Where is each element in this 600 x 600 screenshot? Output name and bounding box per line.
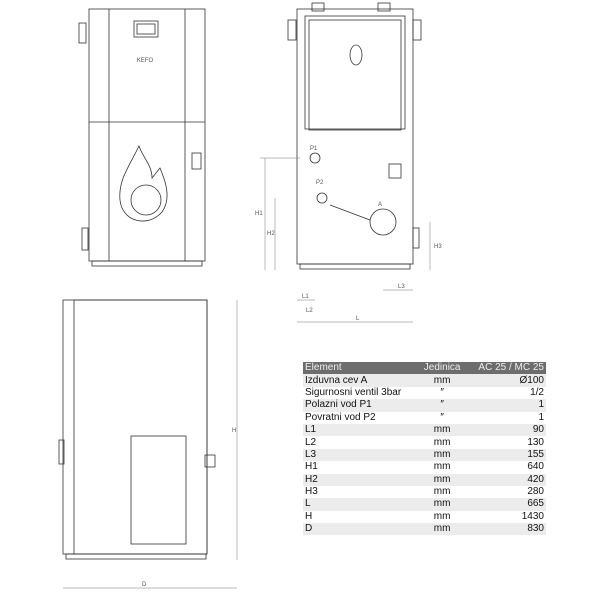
dimensions-table: Element Jedinica AC 25 / MC 25 Izduvna c…: [303, 362, 546, 536]
label-d: D: [142, 582, 147, 588]
table-row: Izduvna cev A mm Ø100: [303, 374, 546, 387]
logo: KEFO: [137, 58, 154, 64]
cell-unit: mm: [433, 374, 451, 386]
label-h1: H1: [255, 211, 263, 217]
label-a: A: [378, 202, 382, 208]
label-h: H: [232, 428, 236, 434]
label-l1: L1: [302, 294, 309, 300]
cell-element: Polazni vod P1: [305, 399, 372, 411]
cell-value: 90: [532, 424, 544, 436]
cell-unit: mm: [433, 448, 451, 460]
cell-element: Sigurnosni ventil 3bar: [305, 386, 402, 398]
table-row: L1 mm 90: [303, 423, 546, 437]
cell-unit: mm: [433, 486, 451, 498]
cell-element: Povratni vod P2: [305, 411, 376, 423]
cell-value: 830: [527, 523, 544, 535]
table-row: H1 mm 640: [303, 461, 546, 474]
front-view: KEFO: [78, 8, 206, 267]
cell-value: 1430: [521, 510, 544, 522]
cell-value: 665: [527, 498, 544, 510]
label-h2: H2: [267, 231, 275, 237]
cell-unit: mm: [433, 498, 451, 510]
table-row: H3 mm 280: [303, 485, 546, 499]
cell-unit: ″: [440, 386, 444, 398]
cell-value: 155: [527, 448, 544, 460]
table-row: Polazni vod P1 ″ 1: [303, 399, 546, 412]
label-l: L: [356, 316, 360, 322]
header-element: Element: [303, 362, 419, 375]
cell-value: 1: [538, 399, 544, 411]
cell-unit: mm: [433, 510, 451, 522]
cell-value: 1: [538, 411, 544, 423]
label-p2: P2: [316, 180, 324, 186]
cell-value: 130: [527, 436, 544, 448]
cell-element: D: [305, 523, 313, 535]
cell-element: H: [305, 510, 313, 522]
cell-value: 280: [527, 486, 544, 498]
cell-unit: mm: [433, 461, 451, 473]
rear-view: P1 P2 A H1 H2 H3 L1 L2 L3 L: [255, 2, 442, 323]
label-l3: L3: [398, 284, 405, 290]
header-unit: Jedinica: [418, 362, 466, 375]
cell-element: H3: [305, 486, 318, 498]
table-row: Sigurnosni ventil 3bar ″ 1/2: [303, 386, 546, 400]
label-h3: H3: [434, 244, 442, 250]
cell-value: 420: [527, 473, 544, 485]
cell-element: H1: [305, 461, 318, 473]
cell-unit: mm: [433, 523, 451, 535]
cell-element: L2: [305, 436, 317, 448]
cell-unit: mm: [433, 473, 451, 485]
flame-icon: [119, 144, 168, 222]
table-row: Povratni vod P2 ″ 1: [303, 411, 546, 424]
cell-unit: ″: [440, 399, 444, 411]
table-row: L3 mm 155: [303, 448, 546, 462]
cell-element: L3: [305, 448, 317, 460]
cell-unit: mm: [433, 436, 451, 448]
cell-value: 1/2: [530, 386, 544, 398]
cell-value: Ø100: [519, 374, 544, 386]
cell-value: 640: [527, 461, 544, 473]
cell-unit: ″: [440, 411, 444, 423]
cell-unit: mm: [433, 424, 451, 436]
header-model: AC 25 / MC 25: [465, 362, 546, 375]
label-l2: L2: [306, 308, 313, 314]
table-header: Element Jedinica AC 25 / MC 25: [303, 362, 546, 375]
label-p1: P1: [310, 146, 318, 152]
cell-element: L: [305, 498, 311, 510]
table-row: H2 mm 420: [303, 473, 546, 486]
side-view: H D: [58, 299, 238, 589]
cell-element: L1: [305, 424, 317, 436]
cell-element: H2: [305, 473, 318, 485]
table-row: L2 mm 130: [303, 436, 546, 449]
control-display: [133, 20, 159, 38]
cell-element: Izduvna cev A: [305, 374, 368, 386]
